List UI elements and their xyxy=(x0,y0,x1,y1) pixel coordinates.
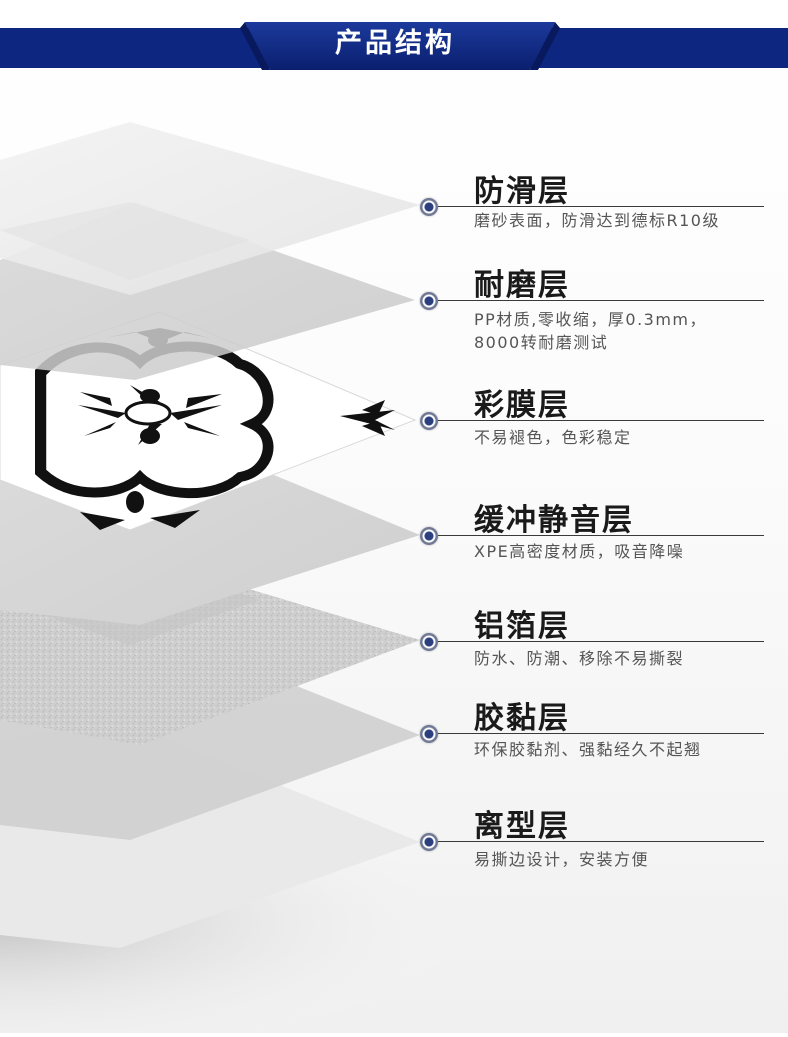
layer-wear-resistant: 耐磨层 PP材质,零收缩，厚0.3mm， 8000转耐磨测试 xyxy=(414,262,774,354)
layer-title: 防滑层 xyxy=(474,174,570,209)
layer-stack-svg xyxy=(0,122,580,1037)
leader-line xyxy=(438,841,764,842)
leader-line xyxy=(438,535,764,536)
leader-line xyxy=(438,206,764,207)
layer-desc: PP材质,零收缩，厚0.3mm， xyxy=(474,310,708,329)
leader-line xyxy=(438,733,764,734)
layer-adhesive: 胶黏层 环保胶黏剂、强黏经久不起翘 xyxy=(414,695,774,765)
layer-marker-dot xyxy=(420,633,438,651)
layer-desc: 环保胶黏剂、强黏经久不起翘 xyxy=(474,740,702,759)
layer-marker-dot xyxy=(420,833,438,851)
page-title: 产品结构 xyxy=(335,28,455,59)
banner-shape xyxy=(0,22,788,70)
anti-slip-layer xyxy=(0,122,420,295)
layer-stack-illustration xyxy=(0,80,788,1037)
layer-desc: 防水、防潮、移除不易撕裂 xyxy=(474,649,685,668)
layer-marker-dot xyxy=(420,198,438,216)
layer-marker-dot xyxy=(420,292,438,310)
layer-release: 离型层 易撕边设计，安装方便 xyxy=(414,803,774,873)
layer-desc: 磨砂表面，防滑达到德标R10级 xyxy=(474,211,720,230)
layer-aluminum-foil: 铝箔层 防水、防潮、移除不易撕裂 xyxy=(414,603,774,673)
layer-color-film: 彩膜层 不易褪色，色彩稳定 xyxy=(414,382,774,452)
layer-cushion-silent: 缓冲静音层 XPE高密度材质，吸音降噪 xyxy=(414,497,774,567)
layer-title: 缓冲静音层 xyxy=(474,503,634,538)
layer-title: 离型层 xyxy=(474,809,570,844)
leader-line xyxy=(438,420,764,421)
leader-line xyxy=(438,641,764,642)
layer-desc: 不易褪色，色彩稳定 xyxy=(474,428,632,447)
layer-title: 铝箔层 xyxy=(474,609,570,644)
layer-desc: 易撕边设计，安装方便 xyxy=(474,850,650,869)
layer-title: 胶黏层 xyxy=(474,701,570,736)
leader-line xyxy=(438,300,764,301)
layer-anti-slip: 防滑层 磨砂表面，防滑达到德标R10级 xyxy=(414,168,774,238)
layer-desc-line2: 8000转耐磨测试 xyxy=(474,333,609,352)
layer-marker-dot xyxy=(420,412,438,430)
layer-marker-dot xyxy=(420,527,438,545)
layer-marker-dot xyxy=(420,725,438,743)
layer-title: 彩膜层 xyxy=(474,388,570,423)
layer-title: 耐磨层 xyxy=(474,268,570,303)
layer-desc: XPE高密度材质，吸音降噪 xyxy=(474,542,685,561)
header-banner: 产品结构 xyxy=(0,0,788,80)
